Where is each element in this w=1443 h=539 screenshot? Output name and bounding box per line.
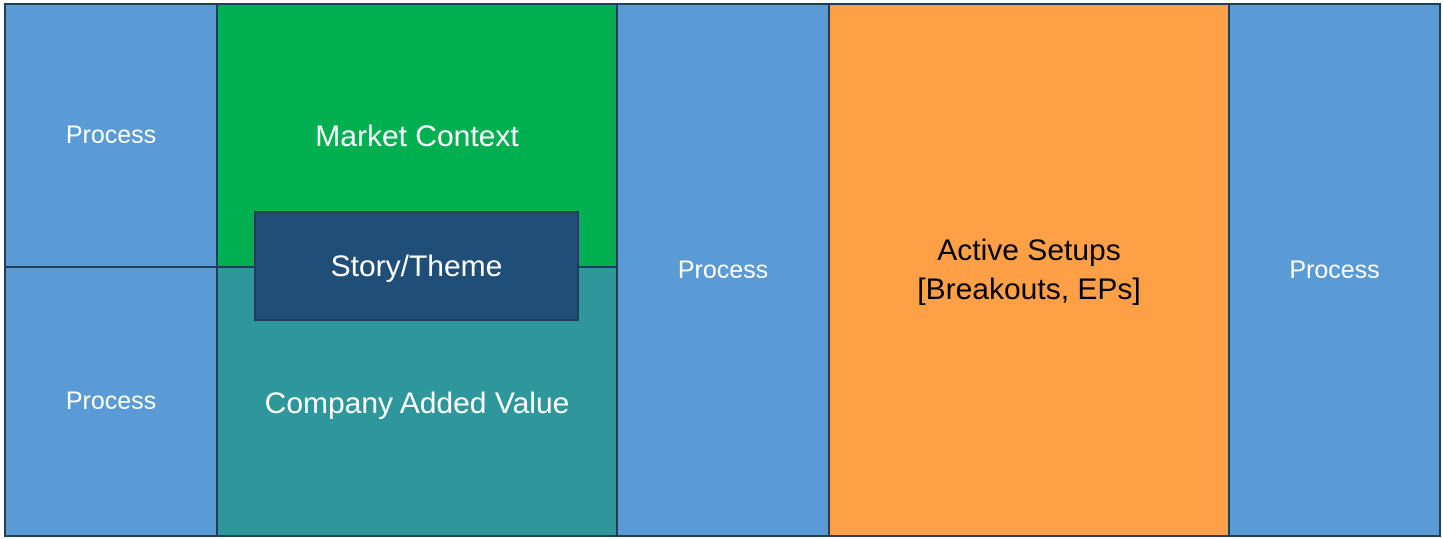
market-context-label: Market Context	[315, 120, 519, 153]
process-label: Process	[65, 121, 157, 150]
process-block-right: Process	[1228, 3, 1441, 537]
process-label: Process	[677, 255, 769, 284]
story-theme-label: Story/Theme	[330, 249, 503, 283]
process-block-middle: Process	[616, 3, 830, 537]
company-added-value-label: Company Added Value	[264, 387, 570, 420]
process-label: Process	[1289, 255, 1380, 284]
process-label: Process	[65, 387, 157, 416]
active-setups-label: Active Setups [Breakouts, EPs]	[917, 234, 1141, 306]
story-theme-block: Story/Theme	[254, 211, 579, 321]
active-setups-block: Active Setups [Breakouts, EPs]	[828, 3, 1230, 537]
process-block-top-left: Process	[4, 3, 218, 268]
process-block-bottom-left: Process	[4, 266, 218, 537]
